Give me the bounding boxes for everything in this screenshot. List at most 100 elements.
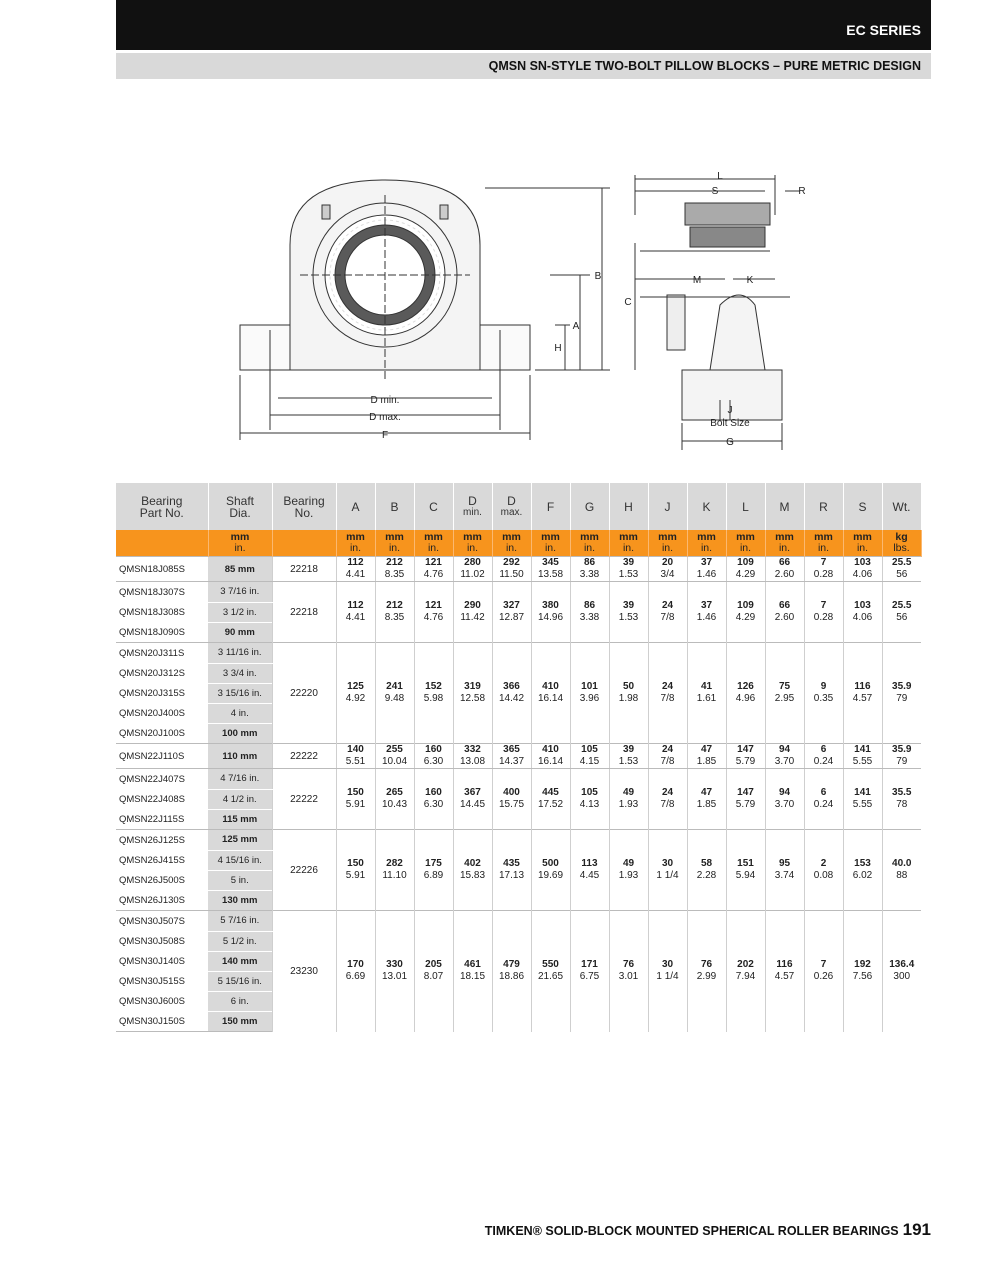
value-metric: 150 bbox=[347, 787, 364, 798]
part-number: QMSN30J600S bbox=[119, 995, 186, 1007]
value-imperial: 2.60 bbox=[774, 612, 795, 623]
value-metric: 39 bbox=[622, 600, 635, 611]
shaft-diameter: 100 mm bbox=[208, 723, 272, 744]
value-metric: 6 bbox=[820, 787, 827, 798]
page-number: 191 bbox=[902, 1220, 931, 1239]
value-metric: 37 bbox=[700, 557, 713, 568]
value-metric: 105 bbox=[581, 787, 598, 798]
value-imperial: 5.79 bbox=[735, 756, 756, 767]
value-imperial: 4.13 bbox=[579, 799, 600, 810]
value-imperial: 1 1/4 bbox=[656, 870, 679, 881]
series-bar bbox=[116, 0, 931, 50]
value-metric: 2 bbox=[820, 858, 827, 869]
value-imperial: 1.46 bbox=[696, 612, 717, 623]
column-header: L bbox=[726, 483, 766, 530]
column-header-line2: min. bbox=[463, 506, 482, 518]
value-imperial: 9.48 bbox=[384, 693, 405, 704]
value-metric: 76 bbox=[622, 959, 635, 971]
value-imperial: 1.46 bbox=[696, 569, 717, 580]
value-metric: 125 bbox=[347, 681, 364, 692]
unit-secondary: in. bbox=[427, 542, 440, 554]
value-imperial: 0.08 bbox=[813, 870, 834, 881]
value-imperial: 5.94 bbox=[735, 870, 756, 881]
shaft-diameter: 3 11/16 in. bbox=[208, 642, 272, 664]
shaft-diameter: 4 15/16 in. bbox=[208, 850, 272, 871]
unit-secondary: in. bbox=[388, 542, 401, 554]
unit-primary: mm bbox=[541, 531, 560, 543]
value-metric: 192 bbox=[854, 959, 871, 971]
label-b: B bbox=[595, 271, 602, 282]
value-metric: 147 bbox=[737, 787, 754, 798]
column-header-line2: No. bbox=[294, 505, 314, 520]
value-metric: 380 bbox=[542, 600, 559, 611]
value-metric: 141 bbox=[854, 787, 871, 798]
unit-primary: mm bbox=[463, 531, 482, 543]
part-number: QMSN18J308S bbox=[119, 606, 186, 618]
value-metric: 49 bbox=[622, 787, 635, 798]
value-metric: 202 bbox=[737, 959, 754, 971]
label-d-max: D max. bbox=[369, 412, 401, 423]
unit-primary: mm bbox=[424, 531, 443, 543]
value-metric: 136.4 bbox=[889, 959, 915, 971]
column-header-line1: Shaft bbox=[225, 493, 255, 508]
shaft-diameter: 85 mm bbox=[208, 556, 272, 582]
value-imperial: 14.96 bbox=[537, 612, 564, 623]
column-header-line2: Part No. bbox=[139, 505, 184, 520]
label-c: C bbox=[624, 297, 631, 308]
value-metric: 241 bbox=[386, 681, 403, 692]
value-imperial: 10.04 bbox=[381, 756, 408, 767]
value-imperial: 1.61 bbox=[696, 693, 717, 704]
shaft-diameter: 90 mm bbox=[208, 622, 272, 643]
shaft-diameter: 115 mm bbox=[208, 809, 272, 830]
value-metric: 479 bbox=[503, 959, 520, 971]
shaft-diameter: 110 mm bbox=[208, 743, 272, 769]
value-metric: 282 bbox=[386, 858, 403, 869]
unit-header bbox=[272, 530, 337, 557]
value-imperial: 14.42 bbox=[498, 693, 525, 704]
column-header: G bbox=[570, 483, 610, 530]
unit-secondary: in. bbox=[856, 542, 869, 554]
value-imperial: 1.85 bbox=[696, 799, 717, 810]
value-imperial: 3.38 bbox=[579, 569, 600, 580]
value-imperial: 16.14 bbox=[537, 693, 564, 704]
unit-header bbox=[116, 530, 209, 557]
value-imperial: 11.50 bbox=[499, 569, 524, 580]
value-metric: 7 bbox=[820, 557, 827, 568]
label-f: F bbox=[382, 430, 388, 441]
bearing-number: 22222 bbox=[271, 768, 336, 830]
part-number: QMSN30J140S bbox=[119, 955, 186, 967]
value-imperial: 18.86 bbox=[498, 971, 525, 983]
value-metric: 170 bbox=[347, 959, 364, 971]
value-imperial: 4.57 bbox=[852, 693, 873, 704]
value-imperial: 12.87 bbox=[498, 612, 525, 623]
label-a: A bbox=[573, 321, 580, 332]
